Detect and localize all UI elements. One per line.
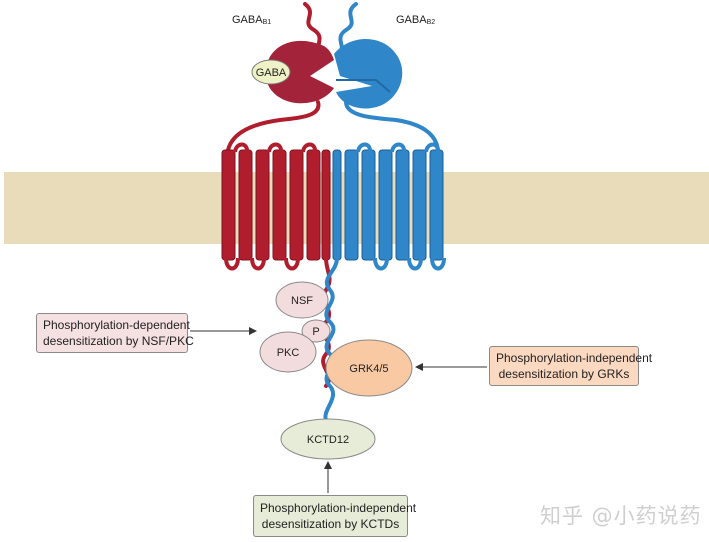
gaba-b2-loops (356, 142, 446, 271)
grk-node (325, 339, 413, 397)
gaba-b2-transmembrane (332, 149, 444, 261)
gaba-b2-n-tail (338, 2, 358, 54)
gaba-ligand-label: GABA (256, 67, 287, 79)
nsf-pkc-annotation-box: Phosphorylation-dependent desensitizatio… (36, 313, 194, 353)
pkc-label: PKC (277, 347, 300, 359)
gaba-b2-vft-lobe (336, 79, 391, 93)
kctd12-node (280, 418, 376, 460)
p-label: P (312, 326, 319, 338)
grk-label: GRK4/5 (349, 363, 388, 375)
gaba-b1-label-sub: B1 (262, 19, 272, 26)
kctd-line-1: Phosphorylation-independent (260, 501, 417, 515)
gaba-b2-linker (344, 100, 440, 152)
gaba-b1-vft-domain (265, 40, 334, 104)
nsf-pkc-line-2: desensitization by NSF/PKC (43, 334, 194, 348)
gaba-b1-transmembrane (221, 149, 331, 261)
nsf-label: NSF (291, 295, 313, 307)
grk-line-1: Phosphorylation-independent (496, 351, 653, 365)
grk-line-2: desensitization by GRKs (498, 367, 630, 381)
gaba-b1-linker (226, 100, 321, 152)
gaba-b1-label-main: GABA (232, 14, 263, 26)
gaba-b1-label: GABAB1 (232, 14, 271, 26)
p-node (301, 319, 331, 343)
nsf-node (275, 281, 329, 319)
kctd-annotation-box: Phosphorylation-independent desensitizat… (253, 495, 417, 537)
gaba-b2-label-main: GABA (396, 14, 427, 26)
gaba-b2-vft-domain (334, 39, 403, 109)
gaba-b2-c-tail (323, 256, 339, 422)
gaba-b1-c-tail (321, 256, 332, 388)
kctd-line-2: desensitization by KCTDs (261, 517, 400, 531)
watermark: 知乎 @小药说药 (540, 504, 702, 528)
gaba-b2-label-sub: B2 (426, 19, 436, 26)
nsf-pkc-line-1: Phosphorylation-dependent (43, 318, 190, 332)
pkc-node (259, 331, 317, 373)
gaba-ligand (251, 59, 291, 85)
gaba-b1-loops (224, 142, 317, 271)
kctd12-label: KCTD12 (307, 434, 349, 446)
grk-annotation-box: Phosphorylation-independent desensitizat… (489, 346, 653, 386)
gaba-b2-label: GABAB2 (396, 14, 435, 26)
